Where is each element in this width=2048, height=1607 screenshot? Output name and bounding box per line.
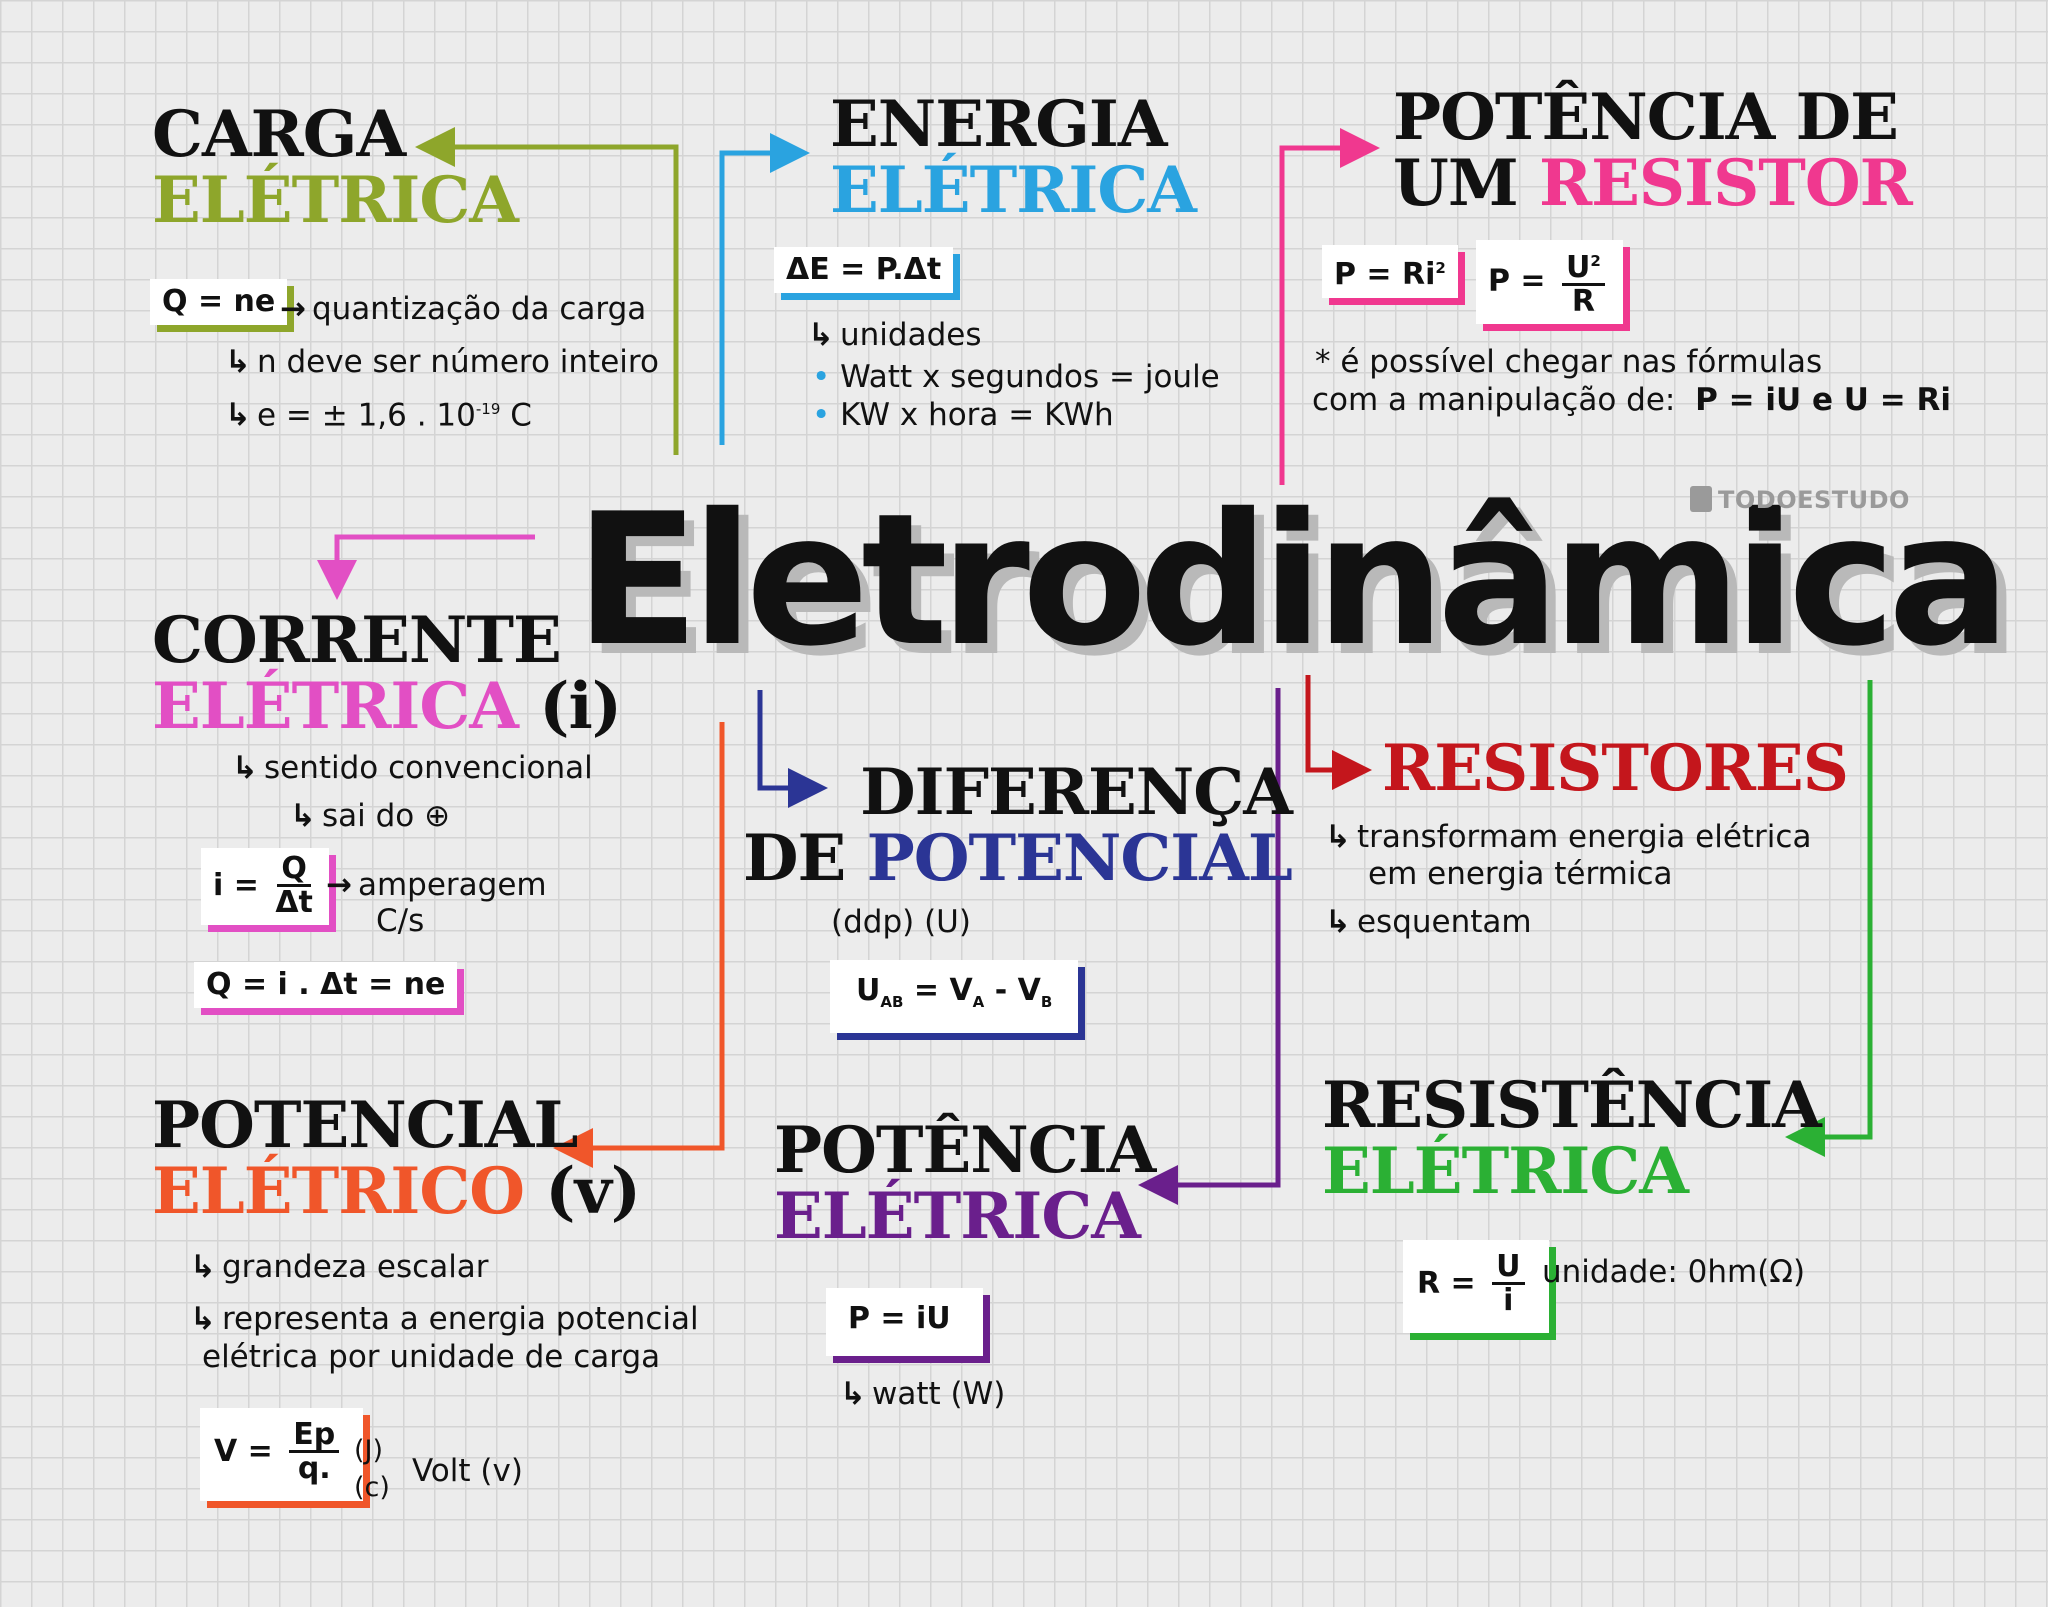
carga-title: CARGA ELÉTRICA [152, 97, 519, 238]
ddp-subtitle: (ddp) (U) [831, 904, 971, 940]
corrente-unit-2: C/s [376, 903, 425, 939]
corrente-title: CORRENTE ELÉTRICA (i) [152, 603, 622, 740]
potencia-resistor-note-2: com a manipulação de: P = iU e U = Ri [1312, 382, 1951, 418]
carga-title-line1: CARGA [152, 97, 406, 172]
carga-note-1: →quantização da carga [280, 291, 647, 327]
resistencia-title-line2: ELÉTRICA [1322, 1134, 1689, 1209]
potencia-title: POTÊNCIA ELÉTRICA [774, 1113, 1156, 1254]
ddp-title-line1: DIFERENÇA [860, 755, 1293, 830]
potencial-unit-c: (c) [354, 1472, 390, 1503]
return-arrow-icon: ↳ [225, 397, 251, 434]
carga-title-line2: ELÉTRICA [152, 163, 519, 238]
energia-title-line2: ELÉTRICA [830, 153, 1197, 228]
potencia-note-1: ↳watt (W) [840, 1376, 1006, 1412]
energia-bullet-1: • Watt x segundos = joule [812, 359, 1220, 395]
corrente-unit-1: →amperagem [326, 867, 547, 903]
potencial-note-1: ↳grandeza escalar [190, 1249, 489, 1285]
return-arrow-icon: ↳ [840, 1376, 866, 1412]
potencia-resistor-title-resistor: RESISTOR [1538, 146, 1913, 221]
return-arrow-icon: ↳ [1325, 904, 1351, 940]
corrente-connector [317, 534, 535, 600]
potencial-unit-j: (J) [354, 1435, 384, 1466]
potencial-title-suffix: (v) [524, 1154, 641, 1229]
plus-circle-icon: ⊕ [424, 798, 451, 834]
corrente-note-1: ↳sentido convencional [232, 750, 593, 786]
ddp-title-de: DE [743, 821, 867, 896]
potencial-title-line2: ELÉTRICO [152, 1154, 525, 1229]
corrente-formula-2: Q = i . Δt = ne [194, 962, 458, 1008]
potencia-resistor-connector [1279, 128, 1380, 485]
potencial-title-line1: POTENCIAL [152, 1088, 578, 1163]
potencial-connector [553, 722, 725, 1168]
potencia-title-line1: POTÊNCIA [774, 1113, 1156, 1188]
potencial-title: POTENCIAL ELÉTRICO (v) [152, 1088, 641, 1225]
carga-note-3: ↳e = ± 1,6 . 10-19 C [225, 397, 532, 434]
energia-bullet-2: • KW x hora = KWh [812, 397, 1114, 433]
corrente-note-2: ↳sai do ⊕ [290, 798, 451, 834]
return-arrow-icon: ↳ [808, 317, 834, 353]
resistencia-title-line1: RESISTÊNCIA [1322, 1068, 1822, 1143]
book-icon [1690, 486, 1712, 512]
ddp-connector [757, 690, 828, 808]
carga-connector [415, 127, 679, 455]
potencia-resistor-note-1: * é possível chegar nas fórmulas [1315, 344, 1823, 380]
energia-connector [719, 133, 810, 445]
potencia-resistor-title: POTÊNCIA DE UM RESISTOR [1393, 80, 1913, 217]
potencia-title-line2: ELÉTRICA [774, 1179, 1141, 1254]
carga-formula-box: Q = ne [150, 279, 288, 325]
resistores-note-1: ↳transformam energia elétrica [1325, 819, 1812, 855]
resistores-note-2: ↳esquentam [1325, 904, 1532, 940]
potencia-connector [1138, 688, 1281, 1205]
brand-text: TODOESTUDO [1718, 486, 1910, 514]
carga-note-2: ↳n deve ser número inteiro [225, 344, 659, 380]
resistencia-connector [1785, 680, 1873, 1157]
resistencia-note-1: unidade: 0hm(Ω) [1542, 1254, 1806, 1290]
energia-note-1: ↳unidades [808, 317, 982, 353]
ddp-title-potencial: POTENCIAL [866, 821, 1293, 896]
bullet-icon: • [812, 359, 841, 395]
bullet-icon: • [812, 397, 841, 433]
potencia-resistor-title-line1: POTÊNCIA DE [1393, 80, 1899, 155]
corrente-title-line1: CORRENTE [152, 603, 562, 678]
potencial-note-2: ↳representa a energia potencial [190, 1301, 699, 1337]
ddp-formula-box: UAB = VA - VB [830, 960, 1079, 1033]
potencia-resistor-title-um: UM [1393, 146, 1539, 221]
potencia-resistor-formula-1: P = Ri2 [1322, 245, 1458, 298]
arrow-icon: → [280, 291, 306, 327]
resistores-connector [1305, 675, 1372, 790]
return-arrow-icon: ↳ [190, 1301, 216, 1337]
ddp-title: DIFERENÇA DE POTENCIAL [743, 755, 1293, 892]
return-arrow-icon: ↳ [290, 798, 316, 834]
energia-title: ENERGIA ELÉTRICA [830, 87, 1197, 228]
energia-formula-box: ΔE = P.Δt [774, 247, 954, 293]
resistencia-title: RESISTÊNCIA ELÉTRICA [1322, 1068, 1822, 1209]
potencial-note-2b: elétrica por unidade de carga [202, 1339, 661, 1375]
main-title: Eletrodinâmica [575, 474, 2011, 686]
return-arrow-icon: ↳ [1325, 819, 1351, 855]
resistores-note-1b: em energia térmica [1368, 856, 1673, 892]
resistores-title: RESISTORES [1382, 731, 1849, 806]
arrow-icon: → [326, 867, 352, 903]
brand-logo: TODOESTUDO [1690, 486, 1910, 514]
return-arrow-icon: ↳ [190, 1249, 216, 1285]
potencial-unit-label: Volt (v) [412, 1453, 523, 1489]
corrente-title-line2: ELÉTRICA [152, 669, 519, 744]
corrente-title-suffix: (i) [517, 669, 622, 744]
energia-title-line1: ENERGIA [830, 87, 1167, 162]
potencia-formula-box: P = iU [826, 1288, 983, 1356]
return-arrow-icon: ↳ [232, 750, 258, 786]
return-arrow-icon: ↳ [225, 344, 251, 380]
